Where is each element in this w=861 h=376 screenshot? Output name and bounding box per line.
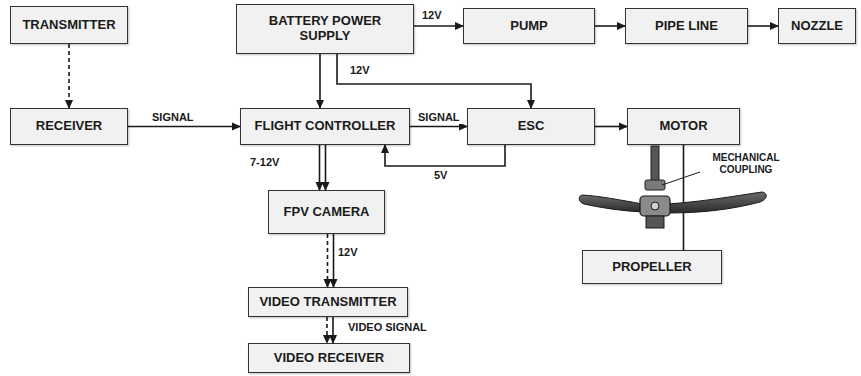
wire-path [332, 317, 334, 343]
signal-label: 12V [336, 246, 360, 259]
signal-label: SIGNAL [150, 111, 196, 124]
propeller-blade [579, 195, 643, 212]
connector [414, 26, 463, 27]
signal-label: 12V [420, 9, 444, 22]
connector [385, 145, 505, 166]
box-label: TRANSMITTER [16, 18, 121, 33]
signal-label: VIDEO SIGNAL [346, 321, 429, 334]
wire-path [683, 145, 685, 250]
hub-bolt [651, 202, 659, 210]
signal-label: 12V [348, 64, 372, 77]
connector [595, 126, 627, 127]
box-label: RECEIVER [30, 119, 108, 134]
flight-controller-box: FLIGHT CONTROLLER [240, 108, 410, 145]
receiver-box: RECEIVER [10, 108, 128, 145]
wire-path [68, 44, 70, 108]
video-receiver-box: VIDEO RECEIVER [248, 343, 410, 373]
box-label: FPV CAMERA [278, 205, 376, 220]
connector [320, 145, 326, 190]
connector [410, 126, 467, 127]
nozzle-box: NOZZLE [778, 8, 856, 44]
connector [337, 54, 531, 108]
box-label: FLIGHT CONTROLLER [249, 119, 402, 134]
connector [328, 234, 334, 287]
wire-path [319, 145, 321, 190]
box-label: ESC [512, 119, 551, 134]
propeller-blade [667, 192, 766, 213]
connector [595, 26, 625, 27]
connector [69, 44, 70, 108]
signal-label: 5V [432, 169, 449, 182]
wire-path [128, 126, 240, 128]
wire-path [327, 234, 329, 287]
signal-label: SIGNAL [416, 111, 462, 124]
coupling-leader [662, 172, 700, 185]
connector [327, 317, 333, 343]
battery-box: BATTERY POWER SUPPLY [236, 4, 414, 54]
box-label: NOZZLE [785, 19, 849, 34]
connector [128, 126, 240, 127]
box-label: BATTERY POWER SUPPLY [237, 14, 413, 44]
wire-path [385, 145, 505, 166]
wire-path [410, 126, 467, 128]
pump-box: PUMP [463, 8, 595, 44]
wire-path [337, 54, 531, 108]
part-label: MECHANICAL COUPLING [700, 152, 792, 176]
motor-box: MOTOR [627, 108, 740, 145]
wire-path [414, 25, 463, 27]
wire-path [325, 145, 327, 190]
wire-path [326, 317, 328, 343]
box-label: PIPE LINE [649, 19, 724, 34]
signal-label: 7-12V [248, 156, 281, 169]
connector [683, 145, 684, 250]
hub-base [646, 216, 664, 228]
wire-path [748, 25, 778, 27]
wire-path [595, 126, 627, 128]
propeller-box: PROPELLER [582, 250, 722, 284]
esc-box: ESC [467, 108, 595, 145]
box-label: PROPELLER [606, 260, 697, 275]
connector [748, 26, 778, 27]
box-label: VIDEO RECEIVER [268, 351, 391, 366]
wire-path [333, 234, 335, 287]
video-transmitter-box: VIDEO TRANSMITTER [248, 287, 408, 317]
box-label: MOTOR [653, 119, 713, 134]
pipeline-box: PIPE LINE [625, 8, 748, 44]
transmitter-box: TRANSMITTER [10, 6, 128, 44]
wire-path [319, 54, 321, 108]
camera-box: FPV CAMERA [268, 190, 385, 234]
connector [320, 54, 321, 108]
wire-path [595, 25, 625, 27]
box-label: PUMP [504, 19, 554, 34]
propeller-hub [640, 196, 670, 216]
box-label: VIDEO TRANSMITTER [253, 295, 402, 310]
